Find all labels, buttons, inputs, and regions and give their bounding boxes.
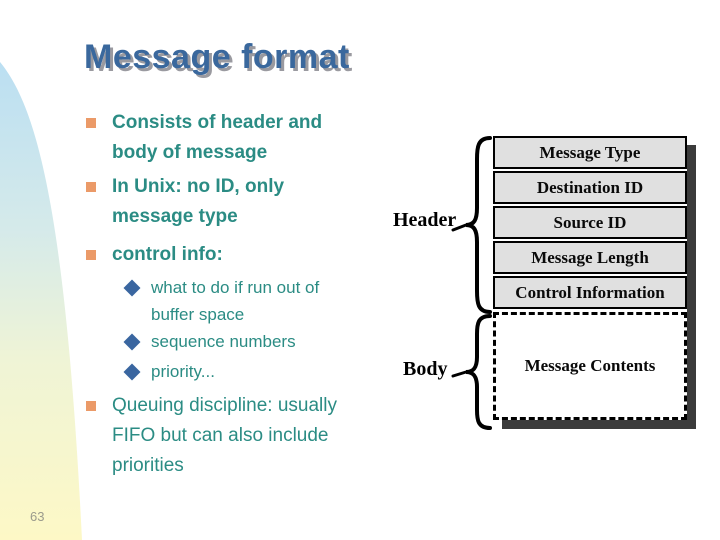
bullet-text: Consists of header and body of message	[112, 112, 323, 163]
body-brace	[451, 314, 492, 430]
bullet-text: sequence numbers	[151, 332, 296, 351]
bullet-item: In Unix: no ID, only message type	[84, 172, 400, 232]
bullet-item: control info:	[84, 240, 400, 270]
diamond-bullet-icon	[123, 279, 141, 297]
bullet-text: Queuing discipline: usually FIFO but can…	[112, 395, 337, 476]
square-bullet-icon	[86, 250, 96, 260]
message-format-diagram: Message Type Destination ID Source ID Me…	[493, 136, 687, 420]
body-section-label: Body	[403, 358, 448, 380]
square-bullet-icon	[86, 401, 96, 411]
message-contents-box: Message Contents	[493, 312, 687, 420]
field-box: Control Information	[493, 276, 687, 309]
square-bullet-icon	[86, 118, 96, 128]
bullet-item: Queuing discipline: usually FIFO but can…	[84, 391, 400, 481]
bullet-text: In Unix: no ID, only message type	[112, 176, 285, 227]
diamond-bullet-icon	[123, 333, 141, 351]
slide-title: Message format	[84, 38, 350, 76]
page-number: 63	[30, 509, 45, 524]
field-box: Destination ID	[493, 171, 687, 204]
sub-bullet-item: sequence numbers	[123, 328, 400, 355]
sub-bullet-item: priority...	[123, 358, 400, 385]
header-section-label: Header	[393, 209, 457, 231]
left-curve-decoration	[0, 62, 82, 540]
field-box: Message Type	[493, 136, 687, 169]
bullet-text: what to do if run out of buffer space	[151, 278, 320, 324]
field-box: Message Length	[493, 241, 687, 274]
sub-bullet-item: what to do if run out of buffer space	[123, 274, 400, 328]
diamond-bullet-icon	[123, 363, 141, 381]
header-brace	[451, 136, 492, 314]
bullet-item: Consists of header and body of message	[84, 108, 400, 168]
bullet-text: control info:	[112, 244, 223, 265]
square-bullet-icon	[86, 182, 96, 192]
field-box: Source ID	[493, 206, 687, 239]
bullet-list: Consists of header and body of message I…	[84, 108, 400, 481]
bullet-text: priority...	[151, 362, 215, 381]
